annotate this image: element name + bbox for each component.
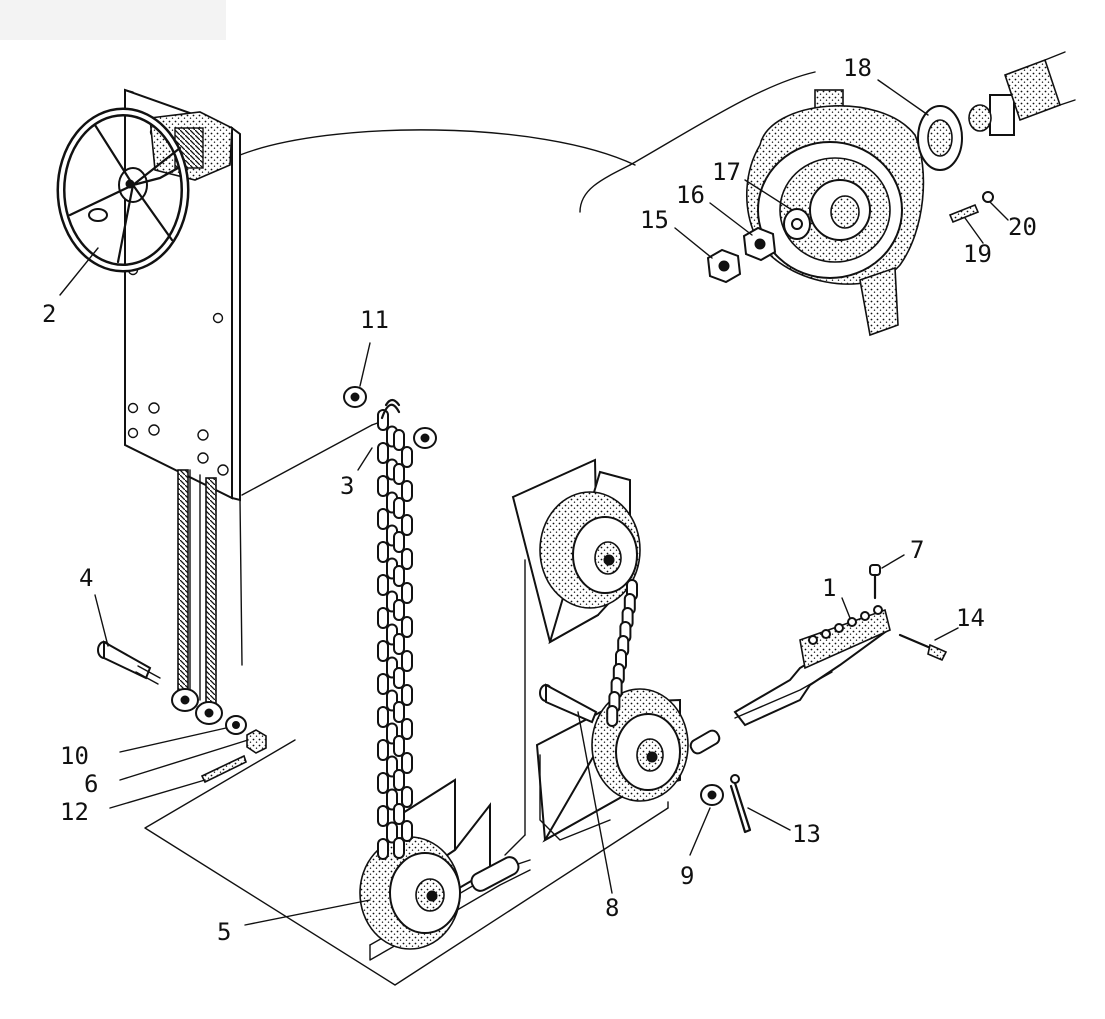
label-part-13: 13	[792, 820, 821, 848]
chain-link	[393, 497, 405, 519]
chain-link	[377, 673, 389, 695]
bolt-14	[898, 633, 948, 662]
washer-11b	[413, 427, 437, 449]
chain-link	[377, 508, 389, 530]
chain-link	[386, 788, 398, 811]
chain-link	[377, 442, 389, 464]
chain-link	[393, 531, 405, 553]
chain-link	[606, 705, 619, 727]
rudder-housing	[746, 89, 925, 337]
label-part-10: 10	[60, 742, 89, 770]
bolt-7	[869, 564, 881, 600]
deck-plate	[144, 739, 669, 986]
chain-link	[377, 607, 389, 629]
bolt-8	[539, 683, 598, 724]
chain-link	[401, 616, 413, 638]
label-part-18: 18	[843, 54, 872, 82]
label-part-7: 7	[910, 536, 924, 564]
label-part-2: 2	[42, 300, 56, 328]
label-part-16: 16	[676, 181, 705, 209]
label-part-20: 20	[1008, 213, 1037, 241]
label-part-12: 12	[60, 798, 89, 826]
chain-link	[393, 803, 405, 825]
chain-link	[393, 701, 405, 723]
washer-20	[982, 191, 994, 203]
chain-link	[401, 446, 413, 468]
chain-link	[377, 475, 389, 497]
chain-link	[401, 752, 413, 774]
chain-link	[393, 429, 405, 451]
pulley-5	[359, 836, 461, 950]
label-part-14: 14	[956, 604, 985, 632]
chain-link	[377, 574, 389, 596]
chain-link	[377, 772, 389, 794]
chain-link	[401, 582, 413, 604]
chain-link	[401, 650, 413, 672]
label-part-6: 6	[84, 770, 98, 798]
chain-link	[393, 633, 405, 655]
shaft	[968, 51, 1076, 136]
nut-16	[742, 226, 777, 262]
chain-link	[377, 805, 389, 827]
chain-link	[401, 514, 413, 536]
chain-link	[377, 409, 389, 431]
washer-11a	[343, 386, 367, 408]
washer-9	[700, 784, 724, 806]
chain-link	[393, 463, 405, 485]
chain-link	[377, 838, 389, 860]
chain-link	[401, 684, 413, 706]
chain-link	[377, 706, 389, 728]
bolt-4	[97, 640, 161, 685]
chain-link	[377, 739, 389, 761]
chain-link	[393, 565, 405, 587]
chain-link	[401, 786, 413, 808]
chain-link	[380, 403, 401, 420]
chain-link	[393, 599, 405, 621]
steering-wheel	[56, 107, 190, 273]
label-part-17: 17	[712, 158, 741, 186]
label-part-11: 11	[360, 306, 389, 334]
chain-link	[401, 480, 413, 502]
chain-link	[393, 667, 405, 689]
label-part-8: 8	[605, 894, 619, 922]
label-part-4: 4	[79, 564, 93, 592]
chain-3	[384, 398, 401, 407]
chain-end-right	[689, 729, 721, 755]
chain-link	[401, 718, 413, 740]
chain-link	[401, 548, 413, 570]
flange-18	[917, 105, 963, 171]
nut-6	[246, 729, 267, 754]
chain-link	[393, 769, 405, 791]
chain-end-5	[470, 856, 520, 892]
washer-10	[225, 715, 247, 735]
label-part-15: 15	[640, 206, 669, 234]
chain-link	[401, 820, 413, 842]
chain-link	[386, 821, 398, 844]
bolt-19	[948, 203, 980, 224]
label-part-1: 1	[822, 574, 836, 602]
nut-15	[706, 248, 742, 284]
label-part-19: 19	[963, 240, 992, 268]
chain-guide-bars	[171, 469, 243, 725]
upper-pulley	[539, 491, 641, 609]
pedestal-plate	[124, 88, 241, 502]
middle-pulley	[591, 688, 689, 802]
label-part-5: 5	[217, 918, 231, 946]
split-pin-13	[729, 774, 752, 834]
cable-run	[239, 71, 816, 496]
chain-link	[393, 735, 405, 757]
label-part-9: 9	[680, 862, 694, 890]
chain-link	[377, 640, 389, 662]
chain-link	[377, 541, 389, 563]
pin-12	[200, 754, 247, 784]
label-part-3: 3	[340, 472, 354, 500]
cable-fitting-1	[733, 605, 891, 727]
washer-17	[783, 208, 811, 240]
leader-lines	[59, 79, 1009, 926]
corner-patch	[0, 0, 226, 40]
chain-link	[393, 837, 405, 859]
